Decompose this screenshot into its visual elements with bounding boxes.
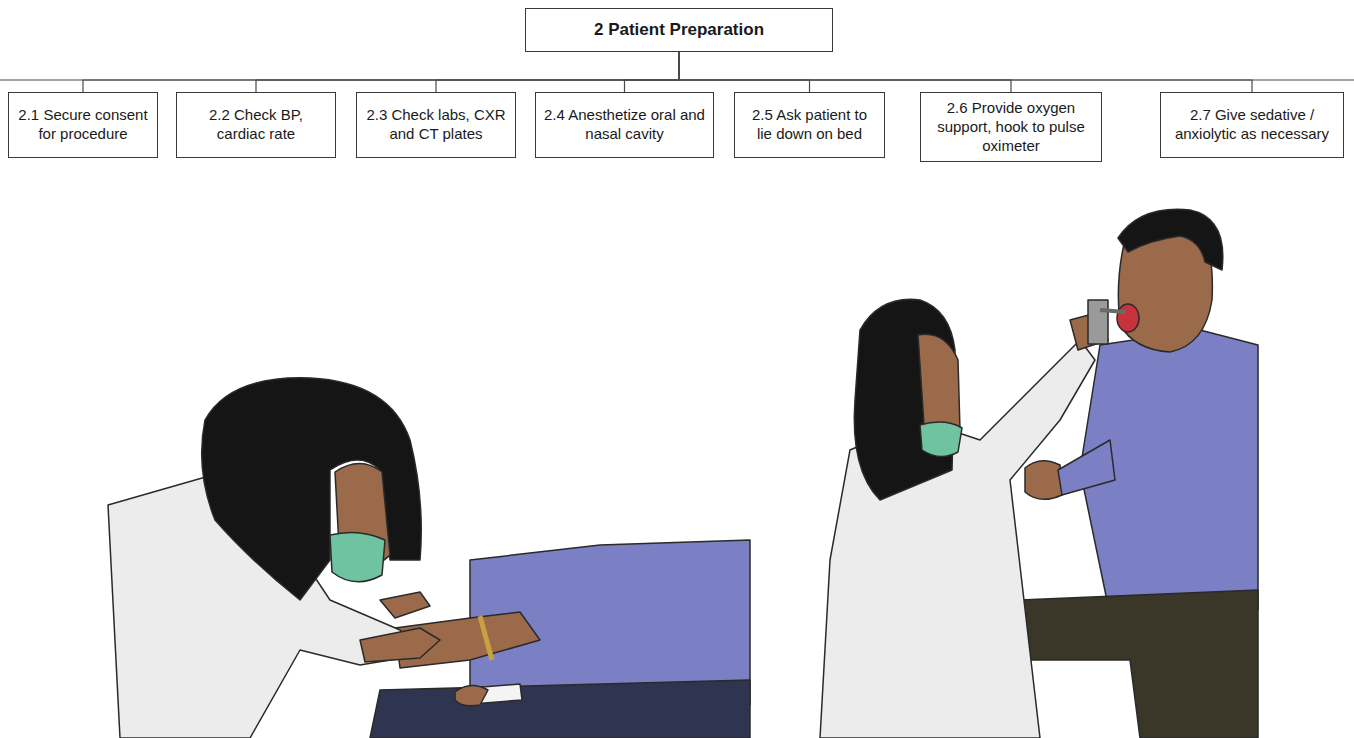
heading-text: 2 Patient Preparation — [594, 19, 764, 40]
step-text: 2.4 Anesthetize oral and nasal cavity — [544, 106, 705, 144]
heading-box: 2 Patient Preparation — [525, 8, 833, 52]
anesthesia-spray-scene — [820, 209, 1258, 738]
step-box: 2.6 Provide oxygen support, hook to puls… — [920, 92, 1102, 162]
tree-connector — [679, 52, 1252, 92]
step-text: 2.6 Provide oxygen support, hook to puls… — [929, 99, 1093, 155]
step-box: 2.5 Ask patient to lie down on bed — [734, 92, 885, 158]
step-text: 2.5 Ask patient to lie down on bed — [743, 106, 876, 144]
tree-connector — [679, 52, 1011, 92]
tree-connector — [679, 52, 810, 92]
step-box: 2.2 Check BP, cardiac rate — [176, 92, 336, 158]
tree-connector — [83, 52, 679, 92]
tree-connector — [256, 52, 679, 92]
step-text: 2.3 Check labs, CXR and CT plates — [365, 106, 507, 144]
step-box: 2.1 Secure consent for procedure — [8, 92, 158, 158]
tree-connector — [625, 52, 680, 92]
step-box: 2.7 Give sedative / anxiolytic as necess… — [1160, 92, 1344, 158]
step-box: 2.3 Check labs, CXR and CT plates — [356, 92, 516, 158]
step-box: 2.4 Anesthetize oral and nasal cavity — [535, 92, 714, 158]
step-text: 2.1 Secure consent for procedure — [17, 106, 149, 144]
tree-connector — [436, 52, 679, 92]
pulse-check-scene — [108, 378, 750, 738]
step-text: 2.7 Give sedative / anxiolytic as necess… — [1169, 106, 1335, 144]
step-text: 2.2 Check BP, cardiac rate — [185, 106, 327, 144]
